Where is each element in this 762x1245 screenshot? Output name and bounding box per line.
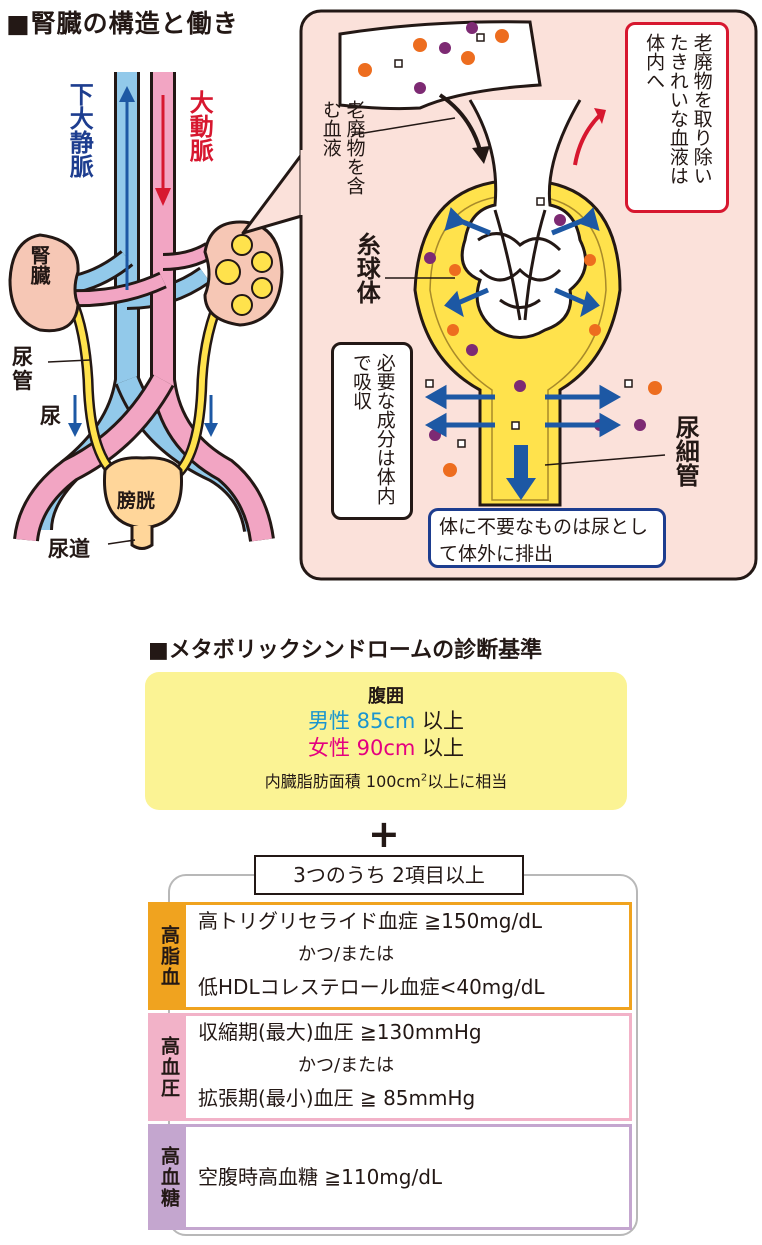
ivc-up-arrow [119,86,135,290]
criterion-connector: かつ/または [298,1055,395,1076]
category-hypertension-tag: 高血圧 [151,1016,186,1118]
criterion-connector: かつ/または [298,944,395,965]
glomerulus [460,99,588,339]
excrete-note: 体に不要なものは尿として体外に排出 [428,508,666,568]
plus-sign: + [368,812,400,856]
waste-particles [358,22,662,477]
criterion-line: 拡張期(最小)血圧 ≧ 85mmHg [198,1086,476,1110]
right-kidney [203,220,284,327]
category-name: 高血圧 [158,1035,180,1099]
ureter-label: 尿管 [12,345,33,393]
aorta-label: 大動脈 [185,90,214,162]
reabsorb-note: 必要な成分は体内で吸収 [350,353,396,505]
waste-blood-label: 老廃物を含む血液 [319,100,366,195]
excretion-arrow [506,445,536,500]
female-waist-suffix: 以上 [422,736,465,760]
ivc-label: 下大静脈 [65,82,94,178]
aorta-down-arrow [155,95,171,206]
glomerulus-label: 糸球体 [352,232,381,304]
category-hyperlipidemia: 高脂血 高トリグリセライド血症 ≧150mg/dL かつ/または 低HDLコレス… [148,902,632,1010]
visceral-fat-prefix: 内臓脂肪面積 100cm [264,772,421,791]
visceral-fat-suffix: 以上に相当 [427,772,508,791]
urine-arrow-left [68,395,82,437]
afferent-vessel [338,20,542,111]
category-name: 高血糖 [158,1145,180,1209]
urine-label: 尿 [40,404,61,428]
kidney-label: 腎臓 [27,245,51,285]
category-hyperglycemia-tag: 高血糖 [151,1127,186,1227]
category-name: 高脂血 [158,924,180,988]
urethra [130,526,154,550]
criteria-header: 3つのうち 2項目以上 [254,855,524,895]
visceral-fat-sup: 2 [420,772,428,784]
criterion-line: 高トリグリセライド血症 ≧150mg/dL [198,909,543,933]
clean-blood-note-box: 老廃物を取り除いたきれいな血液は体内へ [625,22,729,213]
ureter [66,292,227,483]
waist-criteria-box: 腹囲 男性 85cm 以上 女性 90cm 以上 内臓脂肪面積 100cm2以上… [145,672,627,810]
category-hyperlipidemia-tag: 高脂血 [151,905,186,1007]
bladder [102,456,184,530]
category-hyperglycemia: 高血糖 空腹時高血糖 ≧110mg/dL [148,1124,632,1230]
blood-in-arrow [438,93,490,164]
reabsorption-arrows [424,384,622,438]
male-waist-value: 男性 85cm [307,709,416,733]
urethra-label: 尿道 [48,537,90,561]
category-hypertension: 高血圧 収縮期(最大)血圧 ≧130mmHg かつ/または 拡張期(最小)血圧 … [148,1013,632,1121]
criterion-line: 低HDLコレステロール血症<40mg/dL [198,975,545,999]
tubule-label: 尿細管 [671,415,700,487]
metabolic-section-title: ■メタボリックシンドロームの診断基準 [148,638,543,663]
left-kidney [8,233,80,333]
female-waist-value: 女性 90cm [307,736,416,760]
male-waist-suffix: 以上 [422,709,465,733]
blood-out-arrow [573,108,606,166]
clean-blood-note: 老廃物を取り除いたきれいな血液は体内へ [643,33,713,185]
bladder-label: 膀胱 [117,490,156,512]
urine-arrow-right [204,395,218,437]
waist-heading: 腹囲 [368,686,404,707]
criterion-line: 収縮期(最大)血圧 ≧130mmHg [198,1020,482,1044]
kidney-section-title: ■腎臓の構造と働き [6,9,239,38]
right-kidney-medulla [215,234,273,316]
aorta [13,72,275,543]
filtration-arrows [444,207,600,318]
reabsorb-note-box: 必要な成分は体内で吸収 [331,342,413,520]
criterion-line: 空腹時高血糖 ≧110mg/dL [198,1164,443,1189]
